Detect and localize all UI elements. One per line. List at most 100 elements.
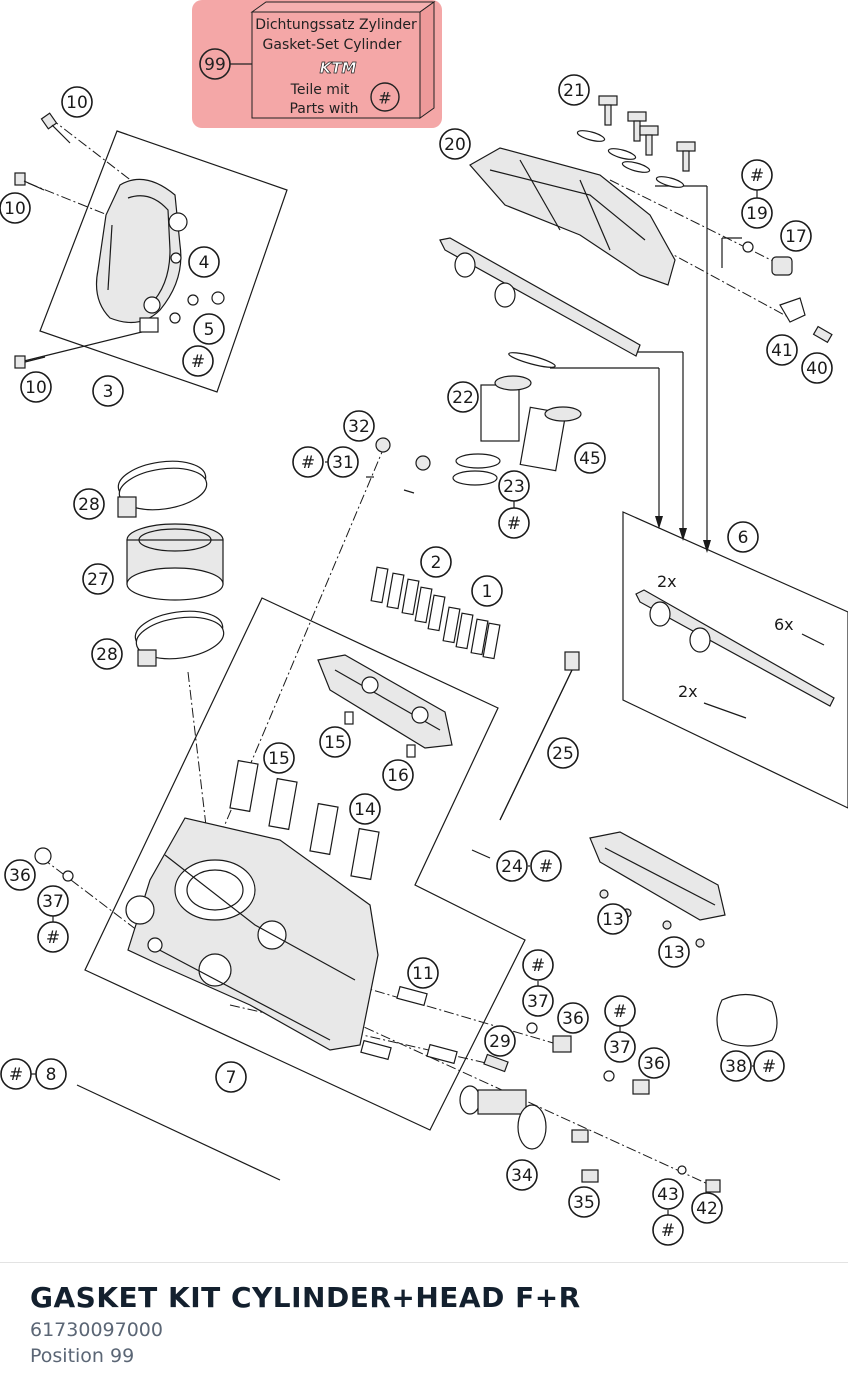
callout-29[interactable]: 29	[484, 1025, 516, 1057]
callout-hash[interactable]: #	[652, 1214, 684, 1246]
valve-cover-gasket-part	[439, 237, 641, 357]
svg-text:22: 22	[452, 388, 474, 408]
callout-27[interactable]: 27	[82, 563, 114, 595]
callout-31[interactable]: 31	[327, 446, 359, 478]
oring-23b	[452, 470, 498, 486]
callout-34[interactable]: 34	[506, 1159, 538, 1191]
cam-carrier-right	[589, 831, 726, 921]
callout-43[interactable]: 43	[652, 1178, 684, 1210]
svg-text:27: 27	[87, 570, 109, 590]
svg-text:8: 8	[46, 1065, 57, 1085]
svg-text:40: 40	[806, 359, 828, 379]
callout-38[interactable]: 38	[720, 1050, 752, 1082]
callout-5[interactable]: 5	[193, 313, 225, 345]
callout-hash[interactable]: #	[37, 921, 69, 953]
seal-22-ring	[508, 352, 556, 368]
svg-text:35: 35	[573, 1193, 595, 1213]
callout-42[interactable]: 42	[691, 1192, 723, 1224]
callout-hash[interactable]: #	[530, 850, 562, 882]
callout-40[interactable]: 40	[801, 352, 833, 384]
callout-10[interactable]: 10	[61, 86, 93, 118]
plug-36	[34, 847, 52, 865]
sleeves-14-15	[229, 759, 380, 881]
callout-6[interactable]: 6	[727, 521, 759, 553]
callout-1[interactable]: 1	[471, 575, 503, 607]
callout-15[interactable]: 15	[319, 726, 351, 758]
bolts-1-2	[370, 566, 501, 660]
callout-28[interactable]: 28	[73, 488, 105, 520]
callout-32[interactable]: 32	[343, 410, 375, 442]
callout-hash[interactable]: #	[0, 1058, 32, 1090]
gasket-set-contents	[635, 589, 835, 719]
svg-text:16: 16	[387, 766, 409, 786]
callout-25[interactable]: 25	[547, 737, 579, 769]
svg-text:36: 36	[562, 1009, 584, 1029]
callout-35[interactable]: 35	[568, 1186, 600, 1218]
clamp-28-bottom	[134, 610, 225, 667]
svg-text:34: 34	[511, 1166, 533, 1186]
callout-11[interactable]: 11	[407, 957, 439, 989]
callout-15[interactable]: 15	[263, 742, 295, 774]
callout-16[interactable]: 16	[382, 759, 414, 791]
svg-text:6: 6	[738, 528, 749, 548]
callout-8[interactable]: 8	[35, 1058, 67, 1090]
callout-hash[interactable]: #	[182, 345, 214, 377]
callout-19[interactable]: 19	[741, 197, 773, 229]
callout-28[interactable]: 28	[91, 638, 123, 670]
pin	[403, 489, 415, 494]
callout-23[interactable]: 23	[498, 470, 530, 502]
callout-10[interactable]: 10	[0, 192, 31, 224]
oring-5	[187, 294, 199, 306]
callout-37[interactable]: 37	[37, 885, 69, 917]
callout-41[interactable]: 41	[766, 334, 798, 366]
kit-note2: Parts with	[289, 101, 358, 117]
svg-text:25: 25	[552, 744, 574, 764]
callout-hash[interactable]: #	[292, 446, 324, 478]
assembly-line	[27, 182, 121, 221]
callout-24[interactable]: 24	[496, 850, 528, 882]
callout-36[interactable]: 36	[638, 1047, 670, 1079]
svg-text:4: 4	[199, 253, 210, 273]
svg-text:#: #	[301, 453, 315, 473]
svg-text:43: 43	[657, 1185, 679, 1205]
svg-text:28: 28	[96, 645, 118, 665]
callout-20[interactable]: 20	[439, 128, 471, 160]
callout-22[interactable]: 22	[447, 381, 479, 413]
washer-19	[742, 241, 754, 253]
callout-13[interactable]: 13	[597, 903, 629, 935]
callout-hash[interactable]: #	[753, 1050, 785, 1082]
callout-36[interactable]: 36	[557, 1002, 589, 1034]
callout-10[interactable]: 10	[20, 371, 52, 403]
gasket-kit-box[interactable]: Dichtungssatz Zylinder Gasket-Set Cylind…	[192, 0, 442, 128]
callout-37[interactable]: 37	[522, 985, 554, 1017]
oring-37	[62, 870, 74, 882]
svg-text:#: #	[9, 1065, 23, 1085]
callout-hash[interactable]: #	[604, 995, 636, 1027]
callout-3[interactable]: 3	[92, 375, 124, 407]
callout-45[interactable]: 45	[574, 442, 606, 474]
oring-37b	[526, 1022, 538, 1034]
callout-17[interactable]: 17	[780, 220, 812, 252]
svg-text:5: 5	[204, 320, 215, 340]
callout-4[interactable]: 4	[188, 246, 220, 278]
callout-21[interactable]: 21	[558, 74, 590, 106]
callout-13[interactable]: 13	[658, 936, 690, 968]
callout-hash[interactable]: #	[498, 507, 530, 539]
svg-text:#: #	[750, 166, 764, 186]
kit-highlight	[192, 0, 442, 128]
kit-hash-circle	[370, 82, 400, 112]
callout-hash[interactable]: #	[741, 159, 773, 191]
svg-text:15: 15	[324, 733, 346, 753]
svg-text:19: 19	[746, 204, 768, 224]
oring-37c	[603, 1070, 615, 1082]
bolt-40	[812, 325, 833, 344]
callout-7[interactable]: 7	[215, 1061, 247, 1093]
callout-2[interactable]: 2	[420, 546, 452, 578]
callout-36[interactable]: 36	[4, 859, 36, 891]
svg-text:23: 23	[503, 477, 525, 497]
pin-16	[406, 744, 416, 758]
cover-seals	[576, 130, 685, 188]
callout-14[interactable]: 14	[349, 793, 381, 825]
callout-hash[interactable]: #	[522, 949, 554, 981]
callout-37[interactable]: 37	[604, 1031, 636, 1063]
